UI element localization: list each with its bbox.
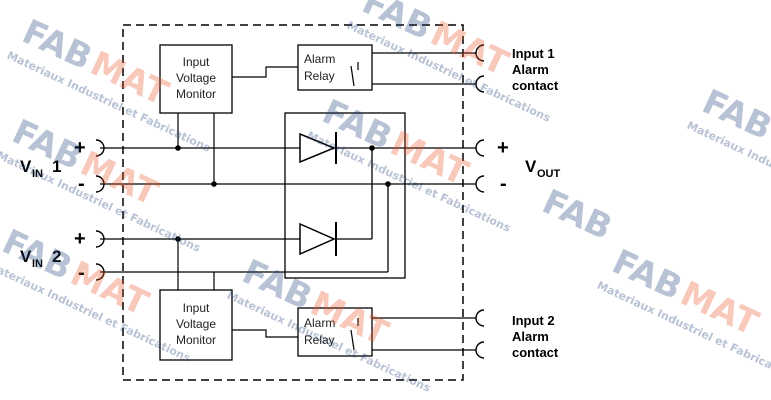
monitor-top-line3: Monitor (176, 87, 216, 101)
diode-1 (299, 132, 336, 164)
alarm2-label: Input 2 Alarm contact (512, 313, 559, 360)
svg-text:1: 1 (52, 157, 61, 176)
vout-plus: + (497, 137, 509, 159)
vin2-plus: + (74, 228, 86, 250)
monitor-bottom-line1: Input (183, 301, 210, 315)
alarm1-label: Input 1 Alarm contact (512, 46, 559, 93)
svg-text:2: 2 (52, 247, 61, 266)
svg-text:IN: IN (32, 258, 43, 270)
vin1-minus: - (78, 173, 85, 195)
vin2-minus: - (78, 262, 85, 284)
vin2-label: V IN 2 (20, 247, 61, 270)
monitor-top-line2: Voltage (176, 71, 216, 85)
svg-text:Input 1: Input 1 (512, 46, 555, 61)
vin1-label: V IN 1 (20, 157, 61, 180)
vout-label: V OUT (525, 157, 561, 180)
vin1-plus: + (74, 137, 86, 159)
vout-minus: - (500, 173, 507, 195)
relay-bottom-line2: Relay (304, 333, 335, 347)
diode-2 (299, 222, 336, 256)
module-enclosure (122, 24, 464, 381)
relay-bottom-line1: Alarm (304, 316, 335, 330)
input-voltage-monitor-top (159, 44, 233, 114)
alarm-relay-top (297, 44, 373, 91)
svg-text:V: V (20, 247, 32, 266)
alarm-relay-bottom (297, 307, 373, 357)
svg-text:contact: contact (512, 345, 559, 360)
svg-text:Alarm: Alarm (512, 62, 549, 77)
input-voltage-monitor-bottom (159, 289, 233, 361)
relay-top-line1: Alarm (304, 52, 335, 66)
monitor-bottom-line2: Voltage (176, 317, 216, 331)
svg-text:FAB: FAB (536, 182, 618, 248)
svg-text:Input 2: Input 2 (512, 313, 555, 328)
monitor-bottom-line3: Monitor (176, 333, 216, 347)
monitor-top-line1: Input (183, 55, 210, 69)
svg-text:Alarm: Alarm (512, 329, 549, 344)
relay-top-line2: Relay (304, 69, 335, 83)
diode-block (284, 112, 406, 279)
svg-text:IN: IN (32, 168, 43, 180)
svg-text:V: V (20, 157, 32, 176)
svg-text:contact: contact (512, 78, 559, 93)
svg-text:OUT: OUT (537, 168, 561, 180)
svg-text:V: V (525, 157, 537, 176)
